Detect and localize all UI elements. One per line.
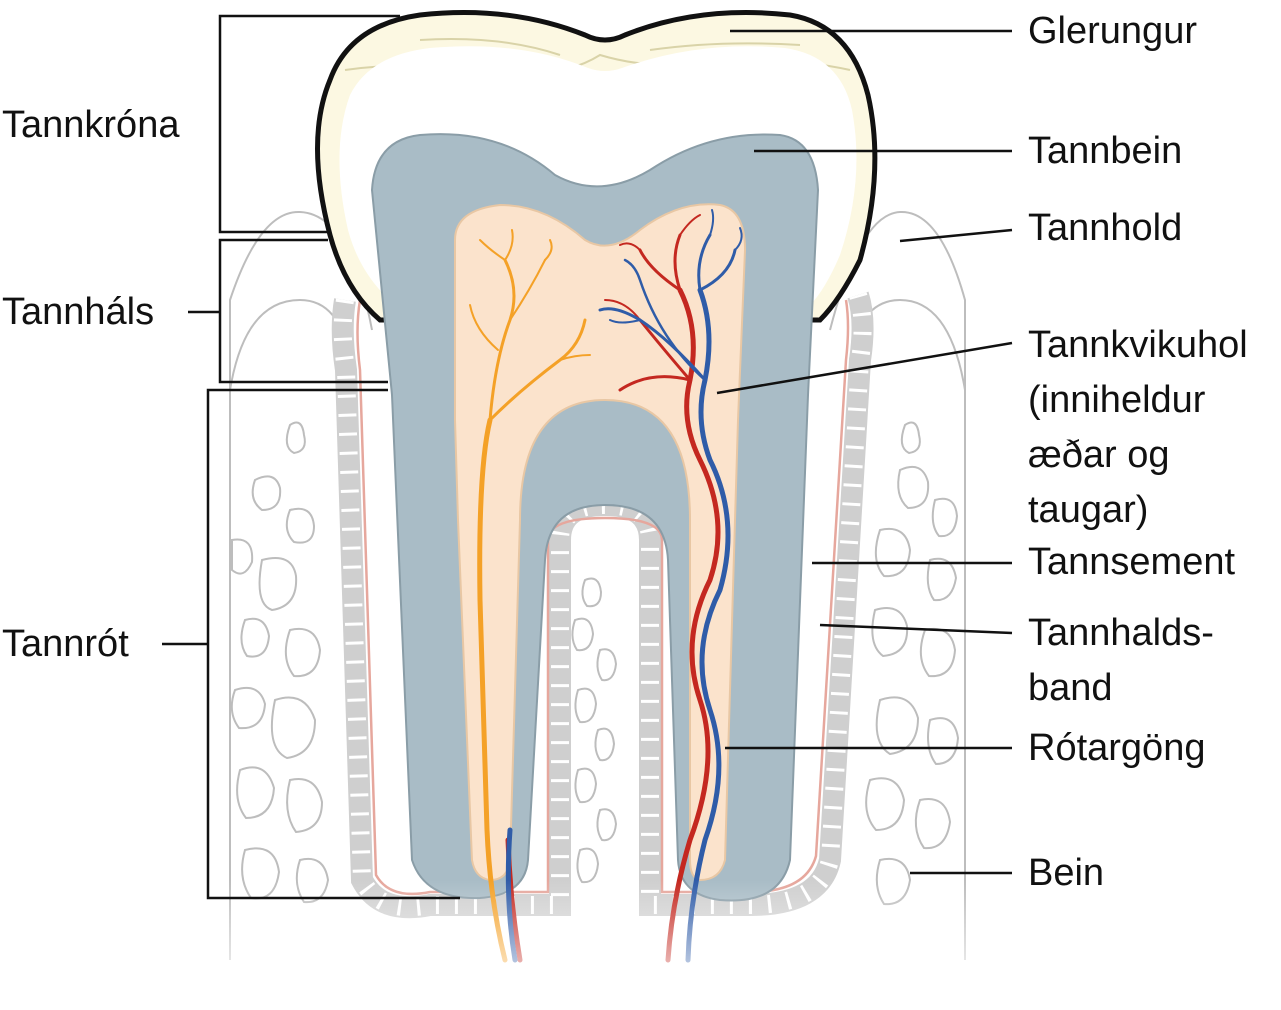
label-ligament-line1: Tannhalds- xyxy=(1028,612,1214,654)
label-neck: Tannháls xyxy=(2,291,155,333)
label-crown: Tannkróna xyxy=(2,104,180,146)
bone-area xyxy=(229,210,966,960)
label-dentin: Tannbein xyxy=(1028,130,1183,172)
left-gum-inner xyxy=(229,298,351,391)
label-enamel: Glerungur xyxy=(1028,10,1197,52)
label-pulp-line2: (inniheldur xyxy=(1028,379,1206,421)
left-brackets xyxy=(162,14,460,900)
crown-bracket xyxy=(218,14,400,234)
right-leader-lines xyxy=(716,29,1013,875)
leader-ligament xyxy=(819,623,1013,635)
label-bone: Bein xyxy=(1028,852,1105,894)
leader-pulp xyxy=(716,341,1013,395)
label-pulp-line4: taugar) xyxy=(1028,489,1149,531)
label-pulp: Tannkvikuhol (inniheldur æðar og taugar) xyxy=(1028,318,1248,538)
label-ligament-line2: band xyxy=(1028,667,1113,709)
label-pulp-line1: Tannkvikuhol xyxy=(1028,324,1248,366)
label-root: Tannrót xyxy=(2,623,129,665)
label-pulp-line3: æðar og xyxy=(1028,434,1170,476)
label-ligament: Tannhalds- band xyxy=(1028,606,1214,716)
pulp xyxy=(454,203,747,882)
label-gum: Tannhold xyxy=(1028,207,1183,249)
label-cementum: Tannsement xyxy=(1028,541,1236,583)
leader-gum xyxy=(899,228,1013,243)
label-root-canal: Rótargöng xyxy=(1028,727,1206,769)
